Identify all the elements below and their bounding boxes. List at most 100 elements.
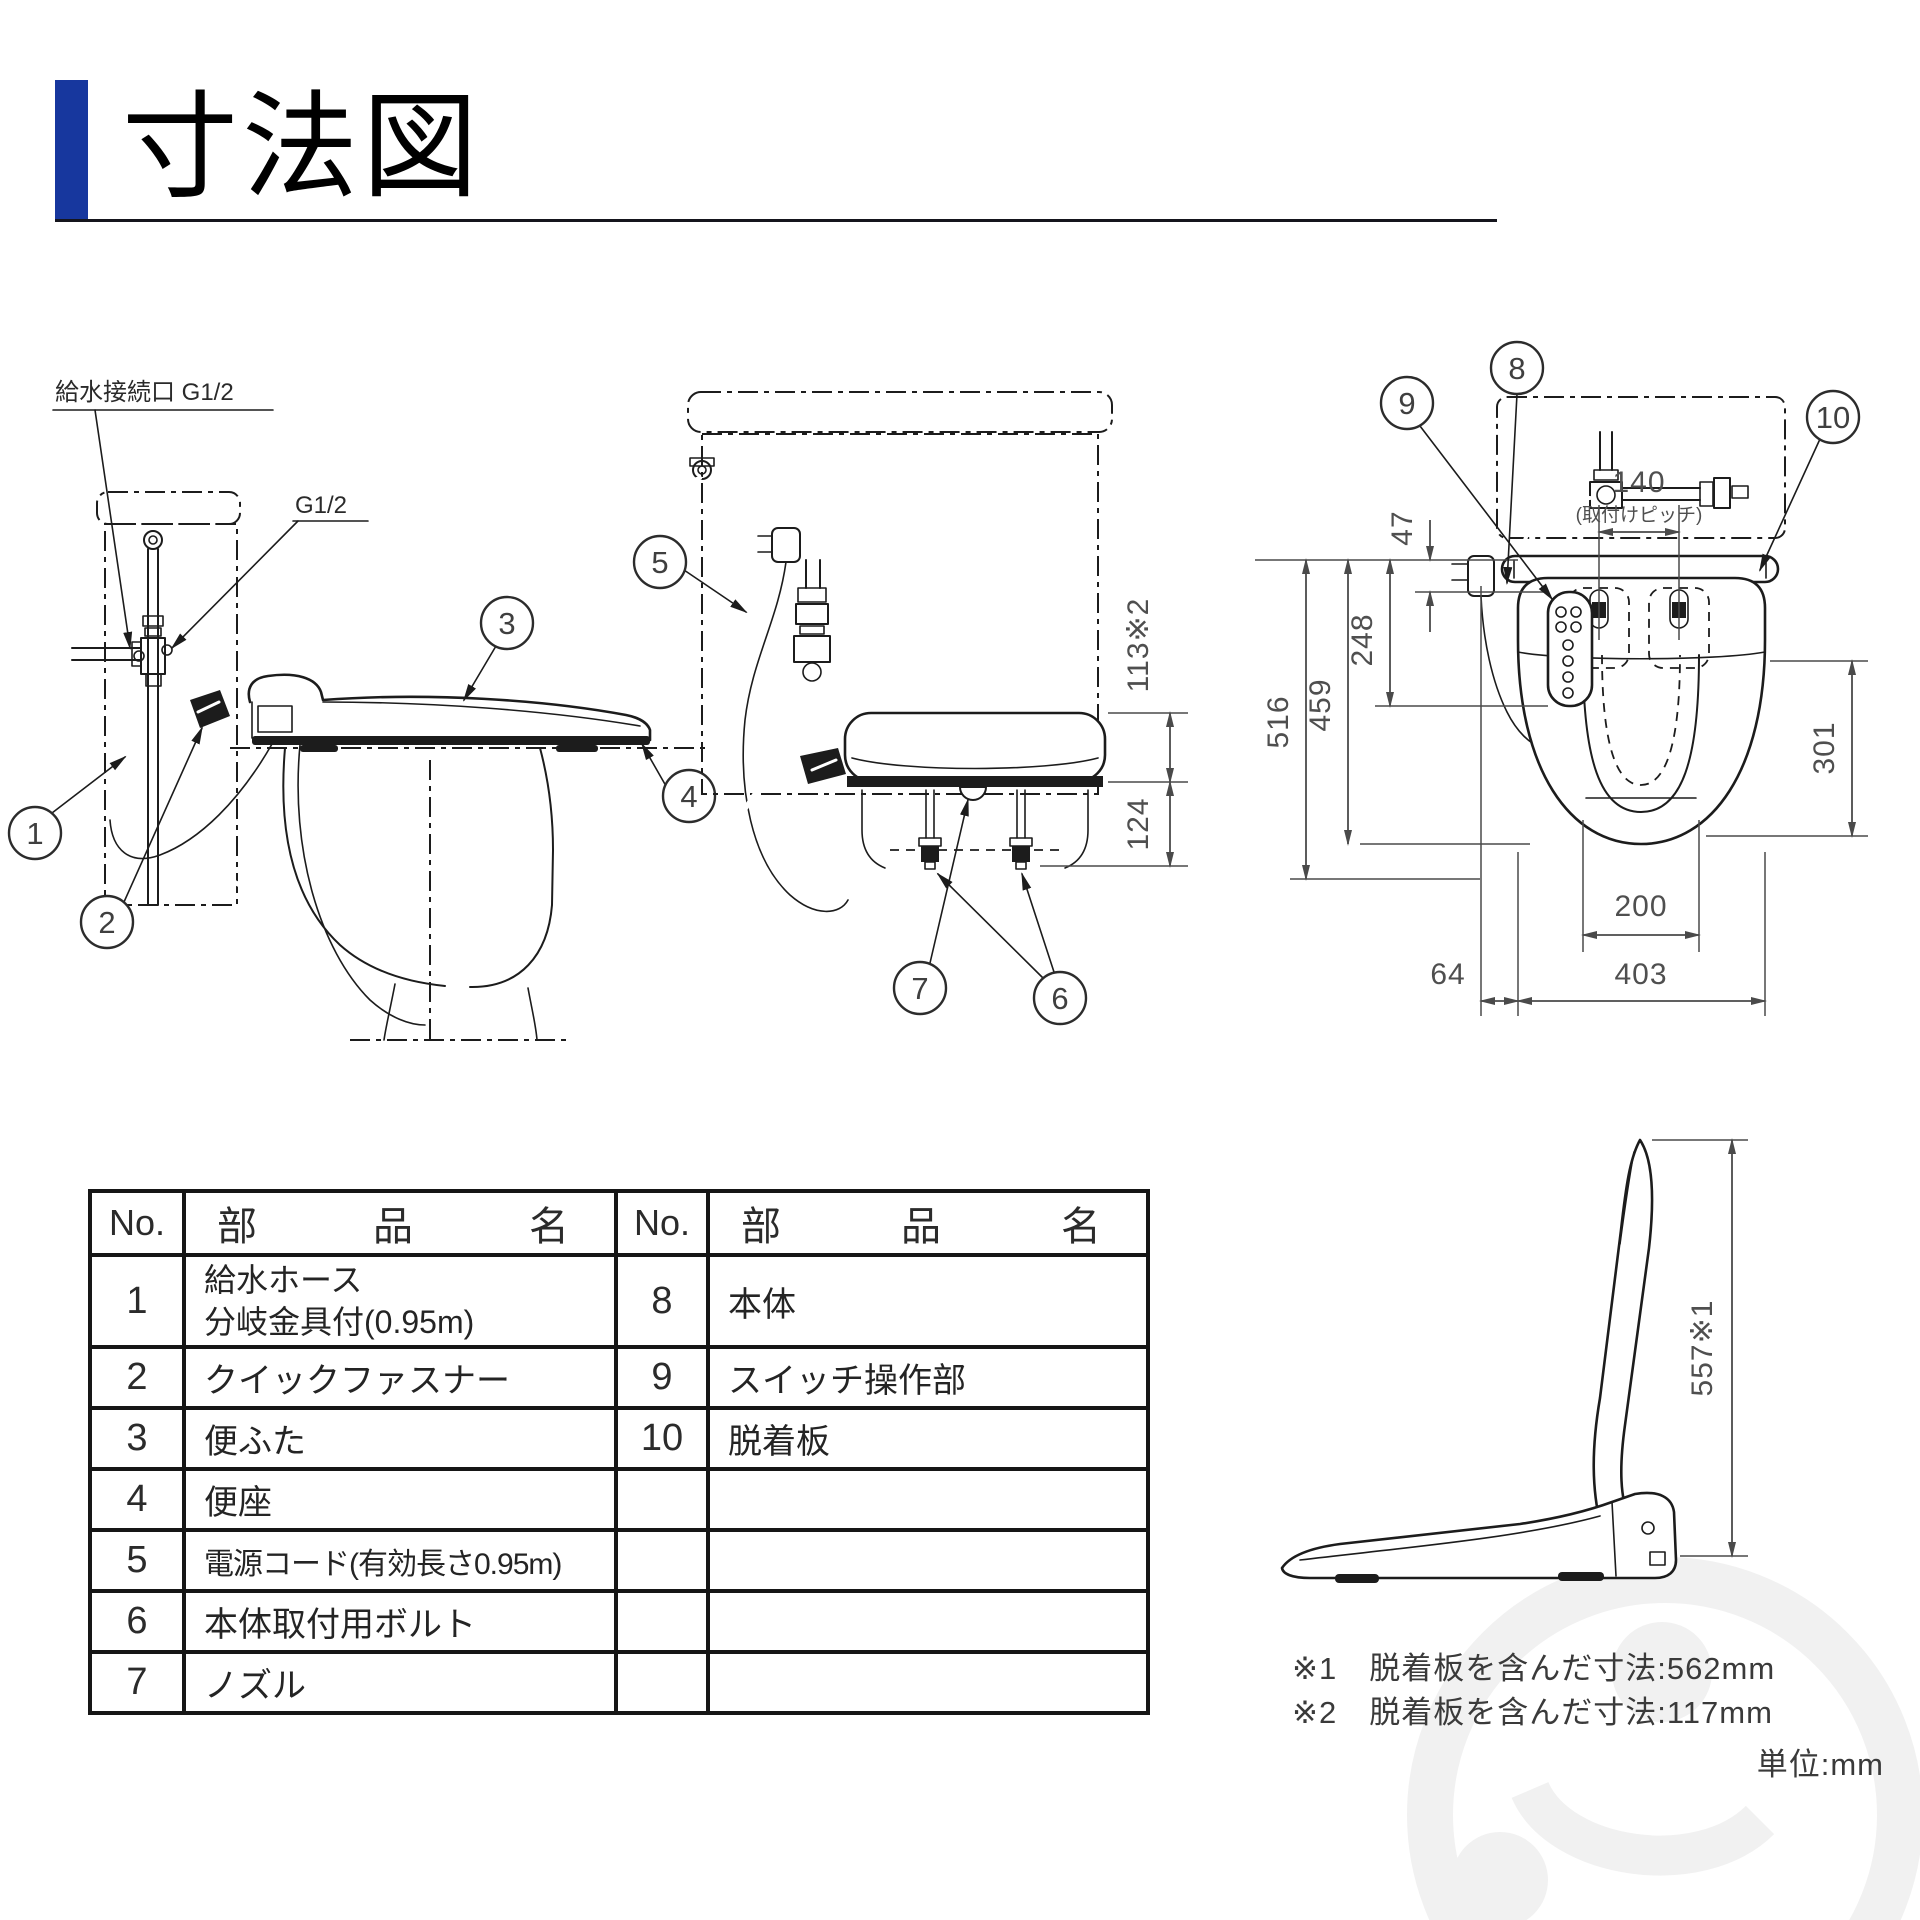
parts-table: No. 部 品 名 No. 部 品 名 1 給水ホース 分岐金具付(0.95m)… xyxy=(88,1189,1150,1715)
svg-text:6: 6 xyxy=(1051,981,1068,1016)
seat-front-body xyxy=(843,711,1107,783)
svg-text:3: 3 xyxy=(498,606,515,641)
part-name: ノズル xyxy=(182,1650,618,1715)
part-no xyxy=(614,1528,710,1593)
part-name xyxy=(706,1650,1150,1715)
part-name xyxy=(706,1528,1150,1593)
tank-body-outline xyxy=(104,523,238,906)
part-name xyxy=(706,1589,1150,1654)
part-no: 9 xyxy=(614,1345,710,1410)
svg-text:1: 1 xyxy=(26,816,43,851)
footnotes: ※1 脱着板を含んだ寸法:562mm ※2 脱着板を含んだ寸法:117mm 単位… xyxy=(1292,1643,1884,1784)
part-no: 8 xyxy=(614,1253,710,1349)
part-name: 給水ホース 分岐金具付(0.95m) xyxy=(182,1253,618,1349)
parts-row-4: 4 便座 xyxy=(88,1467,1150,1532)
footnote-1: ※1 脱着板を含んだ寸法:562mm xyxy=(1292,1651,1776,1686)
part-no: 2 xyxy=(88,1345,186,1410)
parts-row-3-10: 3 便ふた 10 脱着板 xyxy=(88,1406,1150,1471)
page-title: 寸法図 xyxy=(122,82,482,212)
tank-lid-front xyxy=(687,391,1113,433)
g12-label: G1/2 xyxy=(295,492,347,519)
svg-text:8: 8 xyxy=(1508,351,1525,386)
dim-459-label: 459 xyxy=(1304,678,1337,731)
callout-8: 8 xyxy=(1489,340,1545,585)
name-header-right: 部 品 名 xyxy=(706,1189,1150,1257)
svg-text:10: 10 xyxy=(1816,400,1850,435)
dim-403-label: 403 xyxy=(1614,958,1667,991)
part-no: 6 xyxy=(88,1589,186,1654)
tank-lid-outline xyxy=(96,491,241,525)
svg-text:4: 4 xyxy=(680,779,697,814)
dim-200-label: 200 xyxy=(1614,890,1667,923)
callout-3: 3 xyxy=(462,595,535,702)
tank-plan-outline xyxy=(1496,396,1786,539)
part-name: 便座 xyxy=(182,1467,618,1532)
callout-2: 2 xyxy=(79,726,203,950)
part-no: 4 xyxy=(88,1467,186,1532)
mounting-bolt-right xyxy=(1009,789,1033,870)
seat-base-shape xyxy=(1280,1491,1678,1580)
svg-text:7: 7 xyxy=(911,971,928,1006)
svg-text:2: 2 xyxy=(98,905,115,940)
dim-557-label: 557※1 xyxy=(1686,1300,1719,1397)
front-view: 113※2 124 5 7 6 xyxy=(632,391,1188,1026)
parts-row-1-8: 1 給水ホース 分岐金具付(0.95m) 8 本体 xyxy=(88,1253,1150,1349)
no-header-left: No. xyxy=(88,1189,186,1257)
supply-port-label: 給水接続口 G1/2 xyxy=(55,379,234,406)
lid-open-side-view: 557※1 xyxy=(1280,1138,1748,1583)
part-name: 電源コード(有効長さ0.95m) xyxy=(182,1528,618,1593)
no-header-right: No. xyxy=(614,1189,710,1257)
svg-text:9: 9 xyxy=(1398,386,1415,421)
part-name: 便ふた xyxy=(182,1406,618,1471)
footnote-2: ※2 脱着板を含んだ寸法:117mm xyxy=(1292,1695,1773,1730)
callout-10: 10 xyxy=(1759,389,1861,572)
part-name xyxy=(706,1467,1150,1532)
dim-64-label: 64 xyxy=(1430,958,1465,991)
part-name: 本体取付用ボルト xyxy=(182,1589,618,1654)
callout-6: 6 xyxy=(936,872,1088,1026)
callout-7: 7 xyxy=(892,798,969,1016)
part-no xyxy=(614,1650,710,1715)
callout-5: 5 xyxy=(632,534,748,614)
part-name: 本体 xyxy=(706,1253,1150,1349)
dim-248-label: 248 xyxy=(1346,613,1379,666)
parts-row-6: 6 本体取付用ボルト xyxy=(88,1589,1150,1654)
quick-fastener-shape xyxy=(190,690,230,728)
callout-1: 1 xyxy=(7,755,127,861)
title-underline xyxy=(55,219,1497,222)
title-accent-bar xyxy=(55,80,88,222)
dim-301-label: 301 xyxy=(1808,721,1841,774)
dim-516-label: 516 xyxy=(1262,695,1295,748)
part-name: スイッチ操作部 xyxy=(706,1345,1150,1410)
dim-140-label: 140 xyxy=(1612,466,1665,499)
switch-panel xyxy=(1546,590,1594,708)
pitch-note-label: (取付けピッチ) xyxy=(1576,504,1703,526)
part-name: 脱着板 xyxy=(706,1406,1150,1471)
part-no xyxy=(614,1467,710,1532)
parts-row-2-9: 2 クイックファスナー 9 スイッチ操作部 xyxy=(88,1345,1150,1410)
part-no: 10 xyxy=(614,1406,710,1471)
part-no: 3 xyxy=(88,1406,186,1471)
mounting-bolt-left xyxy=(918,789,942,870)
part-no xyxy=(614,1589,710,1654)
name-header-left: 部 品 名 xyxy=(182,1189,618,1257)
open-lid-shape xyxy=(1592,1138,1654,1539)
svg-text:5: 5 xyxy=(651,545,668,580)
part-no: 5 xyxy=(88,1528,186,1593)
part-no: 1 xyxy=(88,1253,186,1349)
unit-note: 単位:mm xyxy=(1756,1747,1884,1782)
dim-113-label: 113※2 xyxy=(1122,598,1155,693)
parts-row-7: 7 ノズル xyxy=(88,1650,1150,1715)
parts-row-5: 5 電源コード(有効長さ0.95m) xyxy=(88,1528,1150,1593)
parts-table-header-row: No. 部 品 名 No. 部 品 名 xyxy=(88,1189,1150,1257)
side-installation-view: 給水接続口 G1/2 G1/2 xyxy=(7,379,717,1041)
callout-4: 4 xyxy=(641,742,717,824)
callout-9: 9 xyxy=(1379,375,1554,601)
part-name: クイックファスナー xyxy=(182,1345,618,1410)
dim-124-label: 124 xyxy=(1122,797,1155,850)
dim-47-label: 47 xyxy=(1386,510,1419,545)
tank-body-front xyxy=(701,433,1099,795)
power-plug xyxy=(771,527,801,563)
